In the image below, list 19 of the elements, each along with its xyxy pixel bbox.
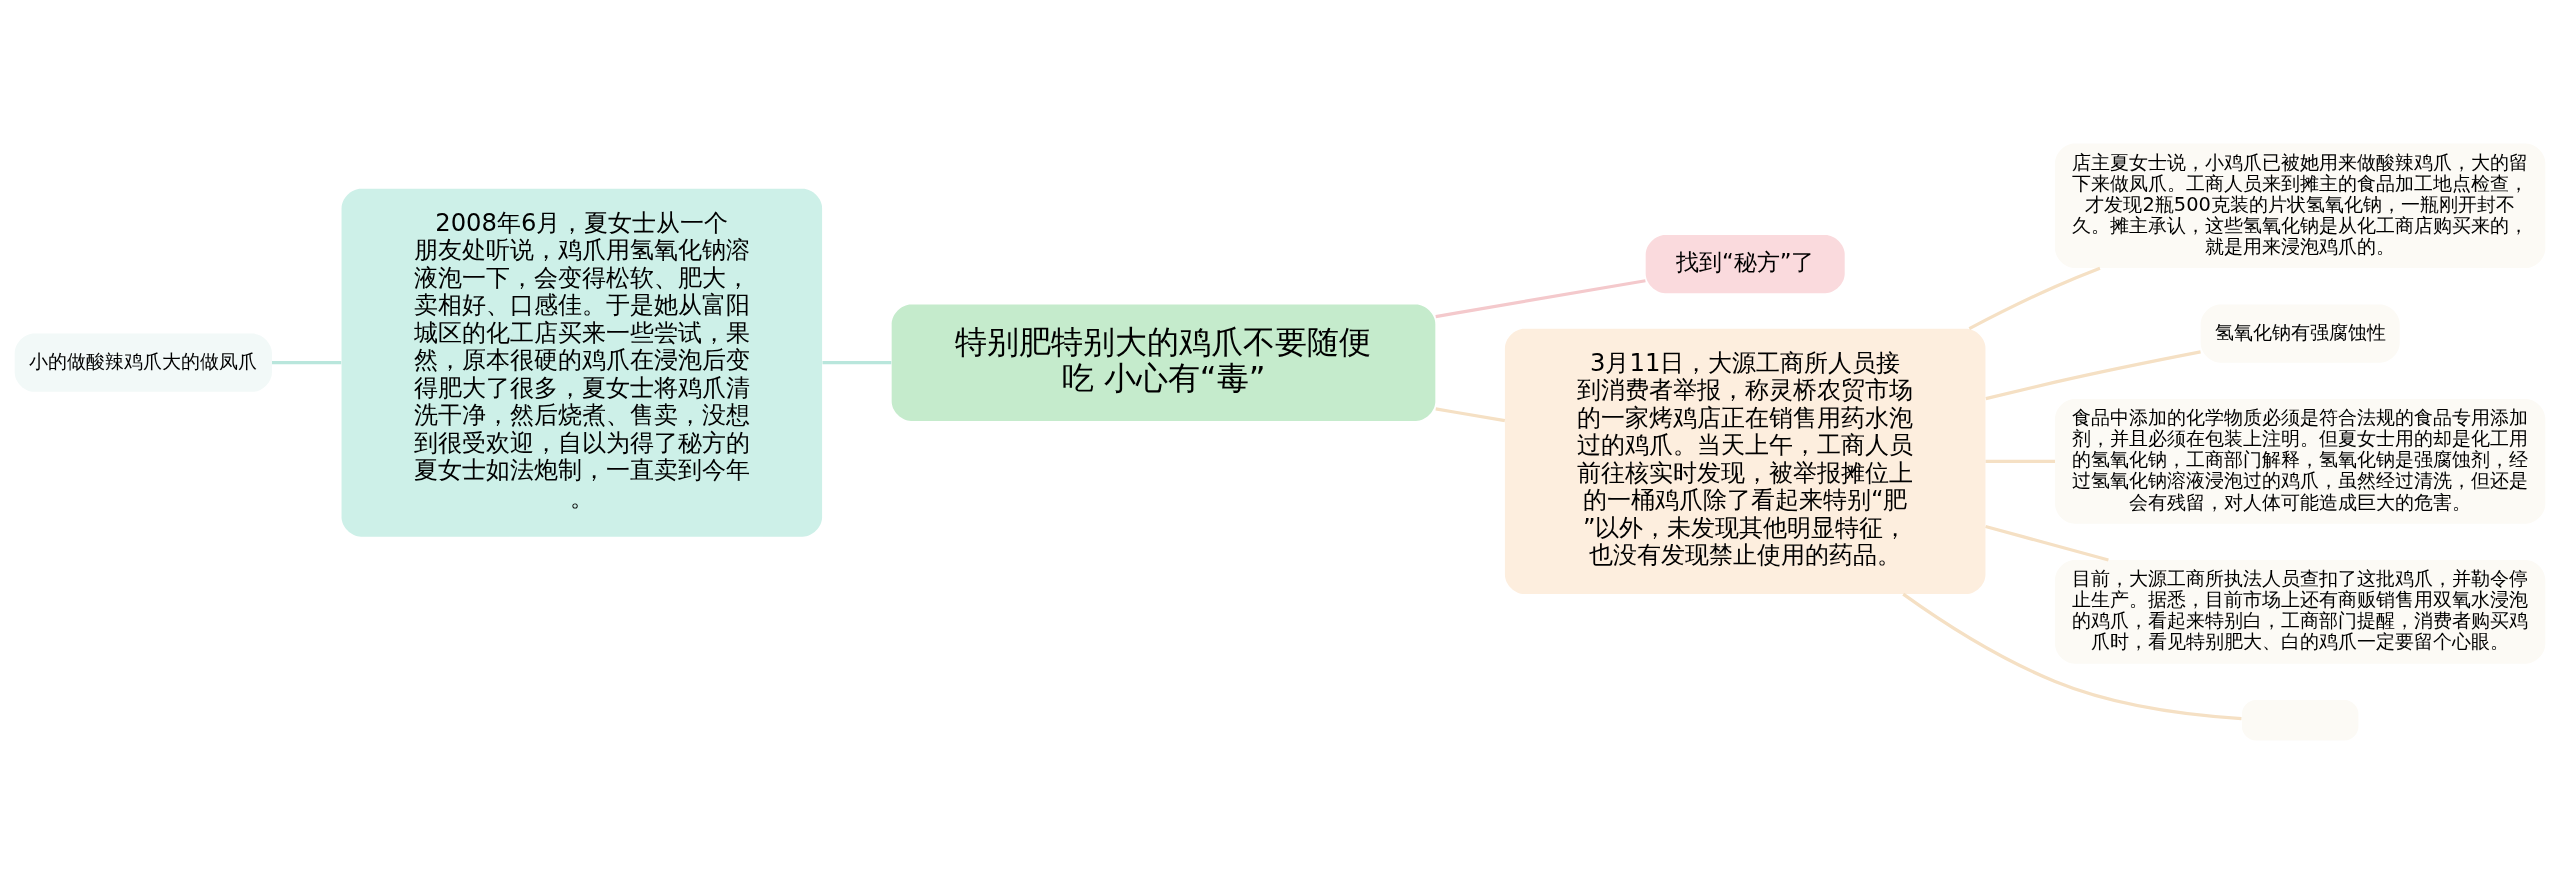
node-box: 食品中添加的化学物质必须是符合法规的食品专用添加剂，并且必须在包装上注明。但夏女士用的却是化工用的氢氧化钠，工商部门解释，氢氧化钠是强腐蚀剂，经过氢氧化钠溶液浸泡过的鸡爪，虽然经过清洗，但还是会有残留，对人体可能造成巨大的危害。 bbox=[2055, 399, 2546, 524]
node-box: 特别肥特别大的鸡爪不要随便吃 小心有“毒” bbox=[891, 304, 1436, 421]
connector bbox=[1985, 350, 2201, 401]
node-box: 找到“秘方”了 bbox=[1645, 234, 1845, 294]
connector bbox=[1985, 459, 2055, 464]
node-box bbox=[2241, 700, 2359, 741]
node-box: 目前，大源工商所执法人员查扣了这批鸡爪，并勒令停止生产。据悉，目前市场上还有商贩销售用双氧水浸泡的鸡爪，看起来特别白，工商部门提醒，消费者购买鸡爪时，看见特别肥大、白的鸡爪一定要留个心眼。 bbox=[2055, 560, 2546, 664]
connector bbox=[1985, 524, 2109, 562]
connector bbox=[1902, 592, 2242, 721]
connector bbox=[1435, 279, 1646, 319]
connector bbox=[822, 361, 892, 365]
node-box: 小的做酸辣鸡爪大的做凤爪 bbox=[14, 333, 272, 392]
node-box: 2008年6月，夏女士从一个朋友处听说，鸡爪用氢氧化钠溶液泡一下，会变得松软、肥大，卖相好、口感佳。于是她从富阳城区的化工店买来一些尝试，果然，原本很硬的鸡爪在浸泡后变得肥大了很多，夏女士将鸡爪清洗干净，然后烧煮、售卖，没想到很受欢迎，自以为得了秘方的夏女士如法炮制，一直卖到今年。 bbox=[341, 188, 823, 537]
connector bbox=[1968, 266, 2101, 330]
node-box: 3月11日，大源工商所人员接到消费者举报，称灵桥农贸市场的一家烤鸡店正在销售用药水泡过的鸡爪。当天上午，工商人员前往核实时发现，被举报摊位上的一桶鸡爪除了看起来特别“肥”以外，未发现其他明显特征，也没有发现禁止使用的药品。 bbox=[1504, 328, 1986, 595]
connector bbox=[272, 361, 342, 365]
connector bbox=[1435, 407, 1506, 423]
node-box: 氢氧化钠有强腐蚀性 bbox=[2200, 304, 2400, 363]
node-box: 店主夏女士说，小鸡爪已被她用来做酸辣鸡爪，大的留下来做凤爪。工商人员来到摊主的食品加工地点检查，才发现2瓶500克装的片状氢氧化钠，一瓶刚开封不久。摊主承认，这些氢氧化钠是从化工商店购买来的，就是用来浸泡鸡爪的。 bbox=[2055, 143, 2546, 269]
